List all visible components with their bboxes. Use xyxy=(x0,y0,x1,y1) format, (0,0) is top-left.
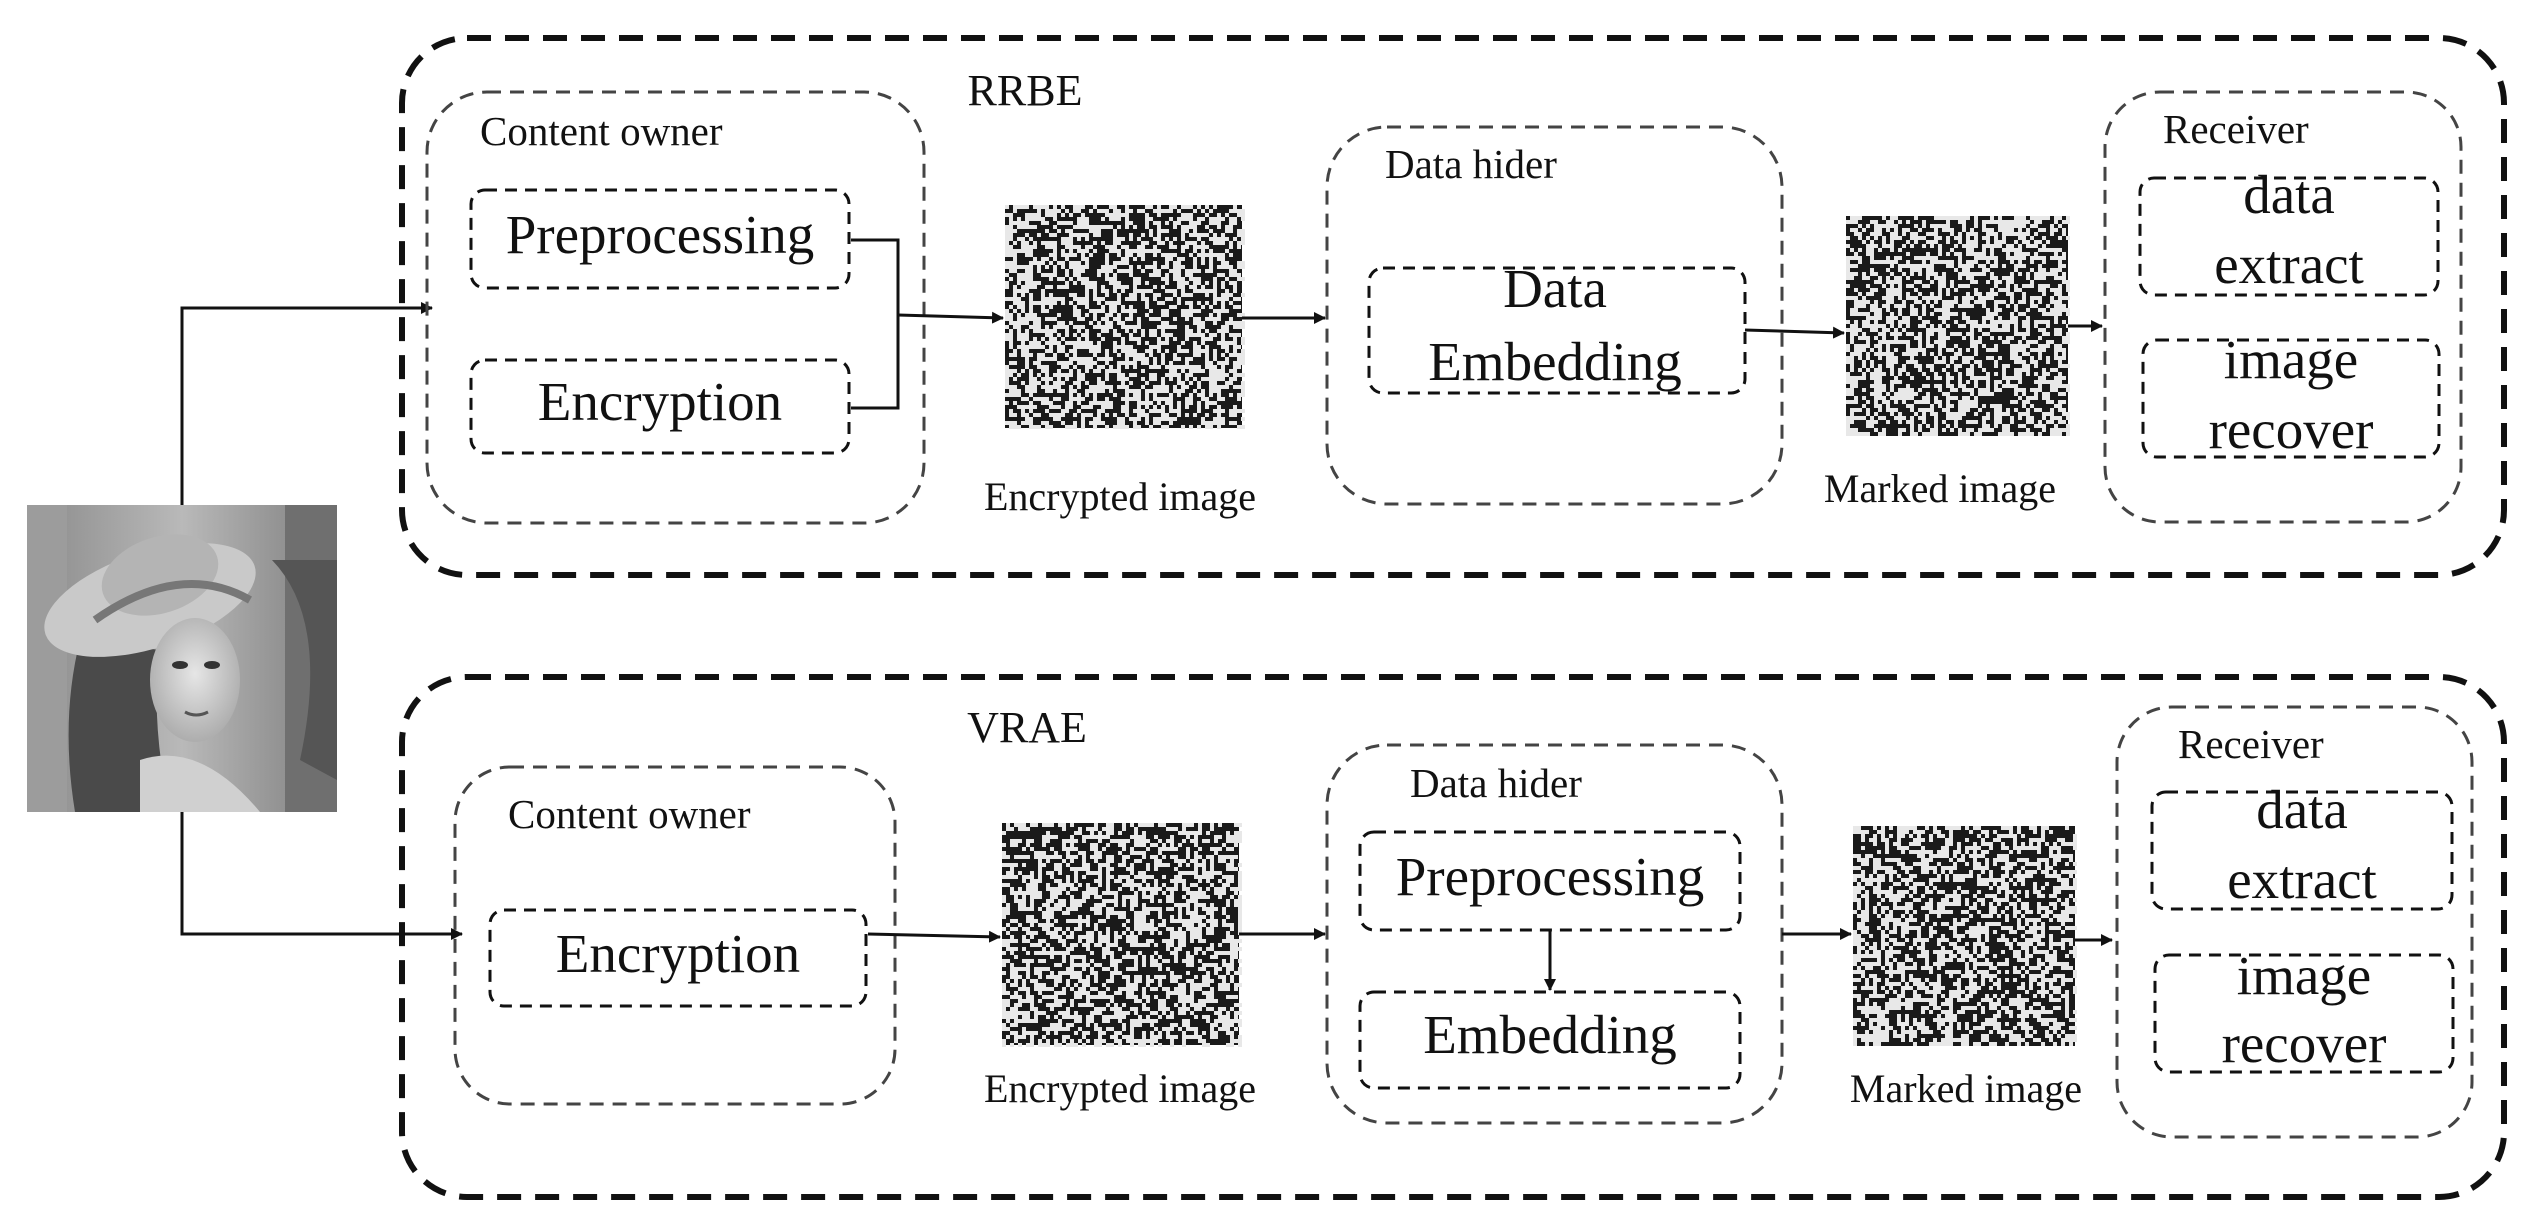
rrbe-hider-to-marked-arrow xyxy=(1744,326,1845,339)
vrae-owner-to-encrypted-arrow xyxy=(867,930,1001,943)
rrbe-data-embedding-line1: Data xyxy=(1503,258,1607,319)
rrbe-marked-image-caption: Marked image xyxy=(1824,466,2056,511)
rrbe-image-recover-line1: image xyxy=(2224,329,2358,390)
vrae-data-extract-line1: data xyxy=(2256,779,2348,840)
vrae-embedding-box xyxy=(1358,990,1742,1090)
vrae-embedding-text: Embedding xyxy=(1423,1004,1677,1065)
vrae-encrypted-image-caption: Encrypted image xyxy=(984,1066,1256,1111)
noise-texture xyxy=(1853,826,2077,1046)
vrae-data-hider-label: Data hider xyxy=(1410,760,1582,806)
vrae-encryption-text: Encryption xyxy=(556,923,800,984)
rrbe-data-embedding-line2: Embedding xyxy=(1428,331,1682,392)
rrbe-title: RRBE xyxy=(968,66,1083,115)
source-image xyxy=(27,505,337,812)
rrbe-content-owner-label: Content owner xyxy=(480,108,723,154)
rrbe-preprocessing-text: Preprocessing xyxy=(506,204,815,265)
noise-texture xyxy=(1846,216,2070,436)
vrae-data-extract-box xyxy=(2150,790,2454,911)
rrbe-data-extract-line1: data xyxy=(2243,164,2335,225)
source-to-rrbe-arrow xyxy=(180,302,433,505)
rrbe-encrypted-image-caption: Encrypted image xyxy=(984,474,1256,519)
noise-texture xyxy=(1005,205,1245,429)
source-to-vrae-arrow xyxy=(180,812,463,940)
vrae-data-extract-line2: extract xyxy=(2227,849,2377,910)
vrae-image-recover-line2: recover xyxy=(2222,1013,2387,1074)
rrbe-receiver-label: Receiver xyxy=(2163,106,2309,152)
vrae-title: VRAE xyxy=(967,703,1087,752)
rrbe-data-embedding-box xyxy=(1367,266,1747,395)
vrae-image-recover-line1: image xyxy=(2237,945,2371,1006)
rrbe-preprocessing-box xyxy=(469,188,851,290)
rrbe-panel: RRBE Content owner Preprocessing Encrypt… xyxy=(399,35,2507,578)
vrae-receiver-group xyxy=(2115,705,2474,1139)
vrae-panel: VRAE Content owner Encryption Encrypted … xyxy=(399,674,2507,1200)
vrae-content-owner-label: Content owner xyxy=(508,791,751,837)
rrbe-merge-bracket xyxy=(851,238,900,410)
vrae-preprocessing-text: Preprocessing xyxy=(1396,846,1705,907)
rrbe-data-hider-group xyxy=(1325,125,1784,506)
rrbe-encryption-box xyxy=(469,358,851,455)
rrbe-receiver-group xyxy=(2103,90,2463,524)
rrbe-owner-to-encrypted-arrow xyxy=(897,311,1004,324)
rrbe-content-owner-group xyxy=(425,90,926,525)
rrbe-encryption-text: Encryption xyxy=(538,371,782,432)
rrbe-data-extract-line2: extract xyxy=(2214,234,2364,295)
vrae-receiver-label: Receiver xyxy=(2178,721,2324,767)
noise-texture xyxy=(1002,823,1242,1047)
rrbe-image-recover-line2: recover xyxy=(2209,399,2374,460)
rrbe-data-hider-label: Data hider xyxy=(1385,141,1557,187)
vrae-marked-image-caption: Marked image xyxy=(1850,1066,2082,1111)
vrae-outer-box xyxy=(399,674,2507,1200)
vrae-encryption-box xyxy=(488,908,868,1008)
